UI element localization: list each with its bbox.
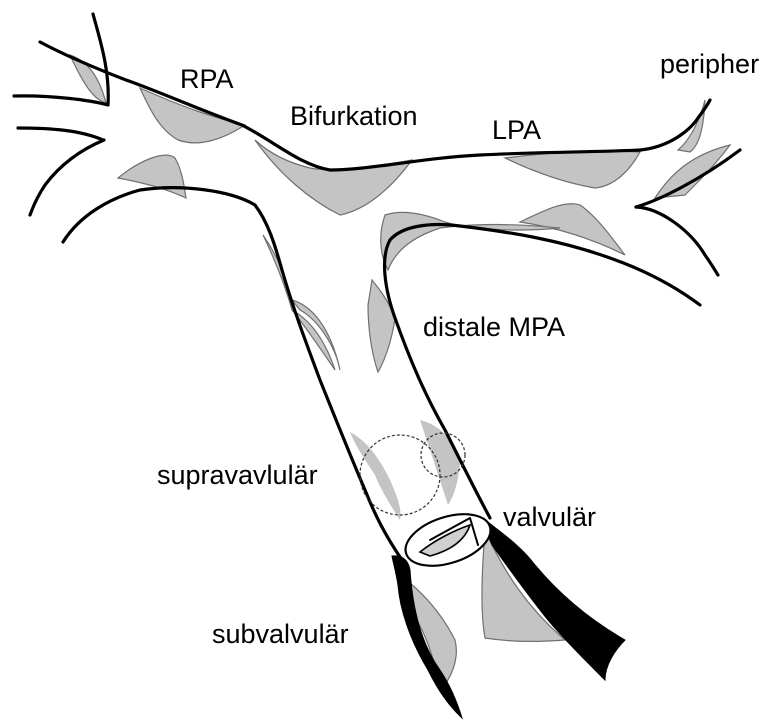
wall-lpa-lower xyxy=(636,207,718,275)
wall-rpa-inner xyxy=(63,188,402,560)
stenosis-peripheral-right-bottom xyxy=(118,155,186,198)
stenosis-peripheral-left-bottom xyxy=(655,145,730,198)
pulmonary-valve xyxy=(399,505,497,576)
label-lpa: LPA xyxy=(492,115,541,145)
label-supravalvular: supravavlulär xyxy=(157,460,318,490)
label-rpa: RPA xyxy=(180,64,234,94)
stenosis-peripheral-right-top xyxy=(70,55,106,103)
stenosis-bifurkation xyxy=(255,140,412,215)
label-bifurkation: Bifurkation xyxy=(290,101,418,131)
label-peripher: peripher xyxy=(660,49,759,79)
stenosis-mpa-right-lower xyxy=(368,280,395,372)
label-distale-mpa: distale MPA xyxy=(423,312,565,342)
stenosis-lpa xyxy=(505,151,640,188)
label-subvalvular: subvalvulär xyxy=(212,619,349,649)
stenosis-rpa xyxy=(140,88,245,143)
stenosis-supravalvular-right xyxy=(420,420,460,505)
label-valvular: valvulär xyxy=(503,502,596,532)
wall-rpa-lower xyxy=(30,140,104,215)
